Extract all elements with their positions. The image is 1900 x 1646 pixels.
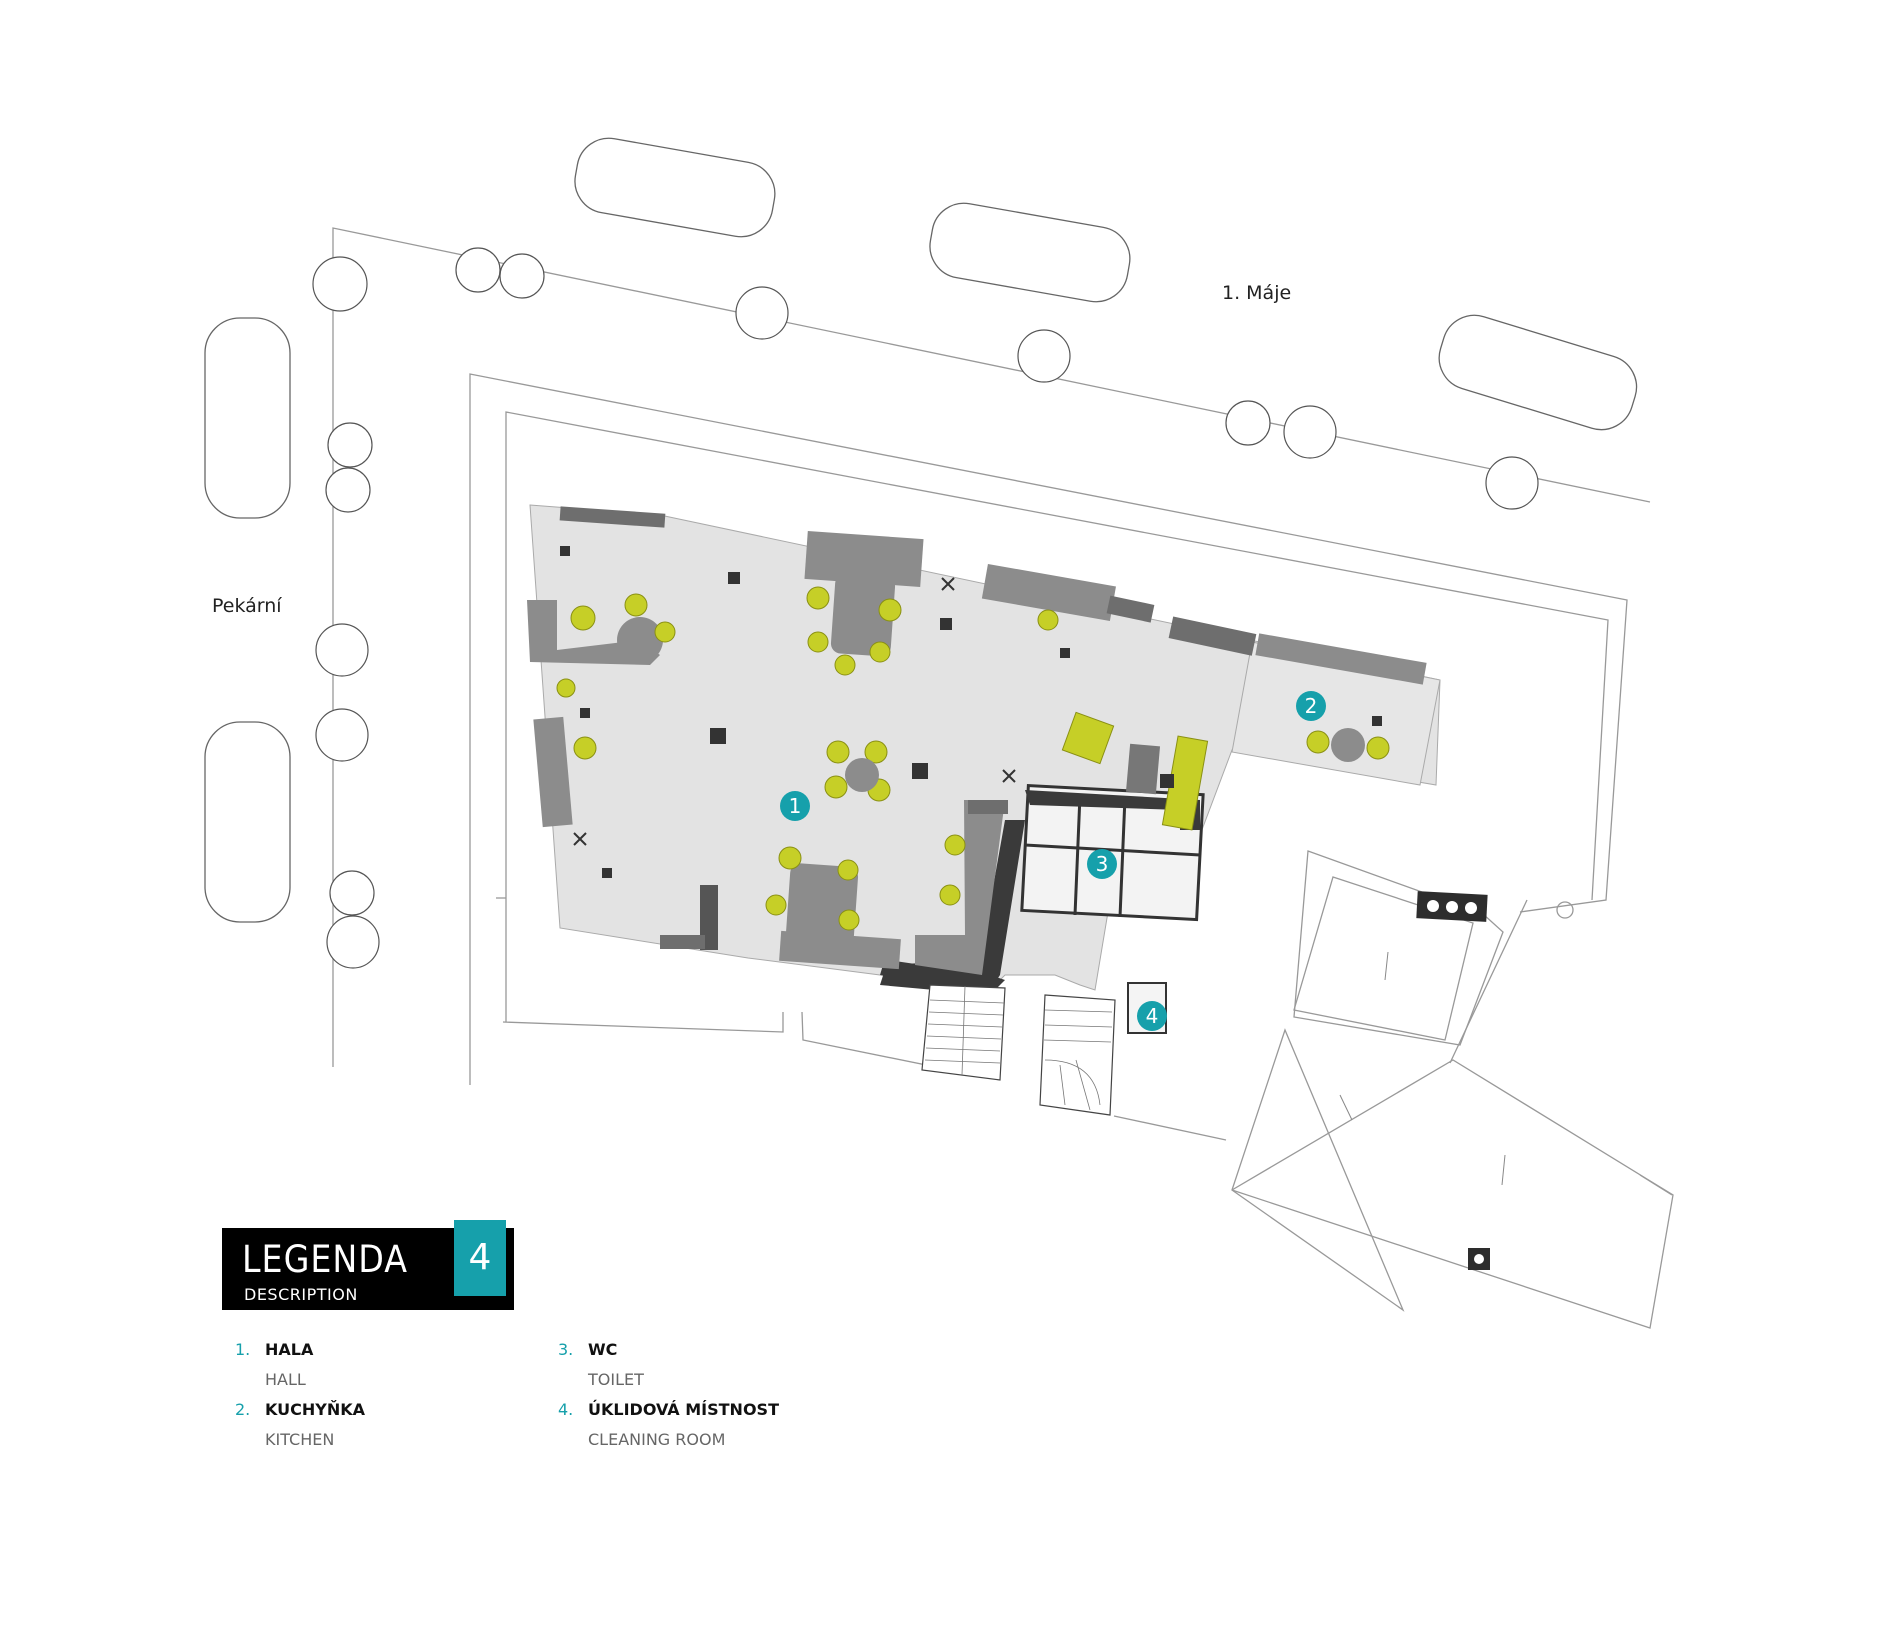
legend-item-number: 2.: [235, 1400, 251, 1419]
annex: [1231, 850, 1674, 1329]
street-label-top: 1. Máje: [1222, 282, 1292, 304]
legend-item-label: WC: [588, 1340, 618, 1359]
marker-kitchen: 2: [1296, 691, 1326, 721]
crosses: [573, 577, 1016, 846]
legend-subtitle: DESCRIPTION: [244, 1285, 358, 1304]
legend-item-label: HALA: [265, 1340, 314, 1359]
legend-item-number: 4.: [558, 1400, 574, 1419]
pillars: [560, 546, 1382, 878]
marker-cleaning-room: 4: [1137, 1001, 1167, 1031]
street-lines: [332, 227, 1651, 1141]
furniture-green: [556, 586, 1390, 931]
svg-text:2: 2: [1305, 694, 1318, 718]
legend-header: LEGENDA DESCRIPTION 4: [222, 1220, 514, 1310]
legend-item-sub: KITCHEN: [265, 1430, 335, 1449]
legend-item-number: 3.: [558, 1340, 574, 1359]
legend-item-label: KUCHYŇKA: [265, 1400, 365, 1419]
round-tables: [845, 728, 1365, 792]
furniture: [527, 506, 1427, 975]
trees: [312, 247, 1539, 969]
legend-item-sub: CLEANING ROOM: [588, 1430, 726, 1449]
legend-item-sub: TOILET: [588, 1370, 644, 1389]
cars: [204, 137, 1638, 923]
legend-item-label: ÚKLIDOVÁ MÍSTNOST: [588, 1400, 779, 1419]
legend-number: 4: [454, 1220, 506, 1296]
legend-title: LEGENDA: [242, 1238, 409, 1281]
legend-item-number: 1.: [235, 1340, 251, 1359]
svg-text:3: 3: [1096, 852, 1109, 876]
marker-wc: 3: [1087, 849, 1117, 879]
annex-details: [1339, 891, 1506, 1270]
svg-text:1: 1: [789, 794, 802, 818]
svg-text:4: 4: [1146, 1004, 1159, 1028]
marker-hall: 1: [780, 791, 810, 821]
legend-item-sub: HALL: [265, 1370, 306, 1389]
street-label-left: Pekární: [212, 595, 282, 617]
